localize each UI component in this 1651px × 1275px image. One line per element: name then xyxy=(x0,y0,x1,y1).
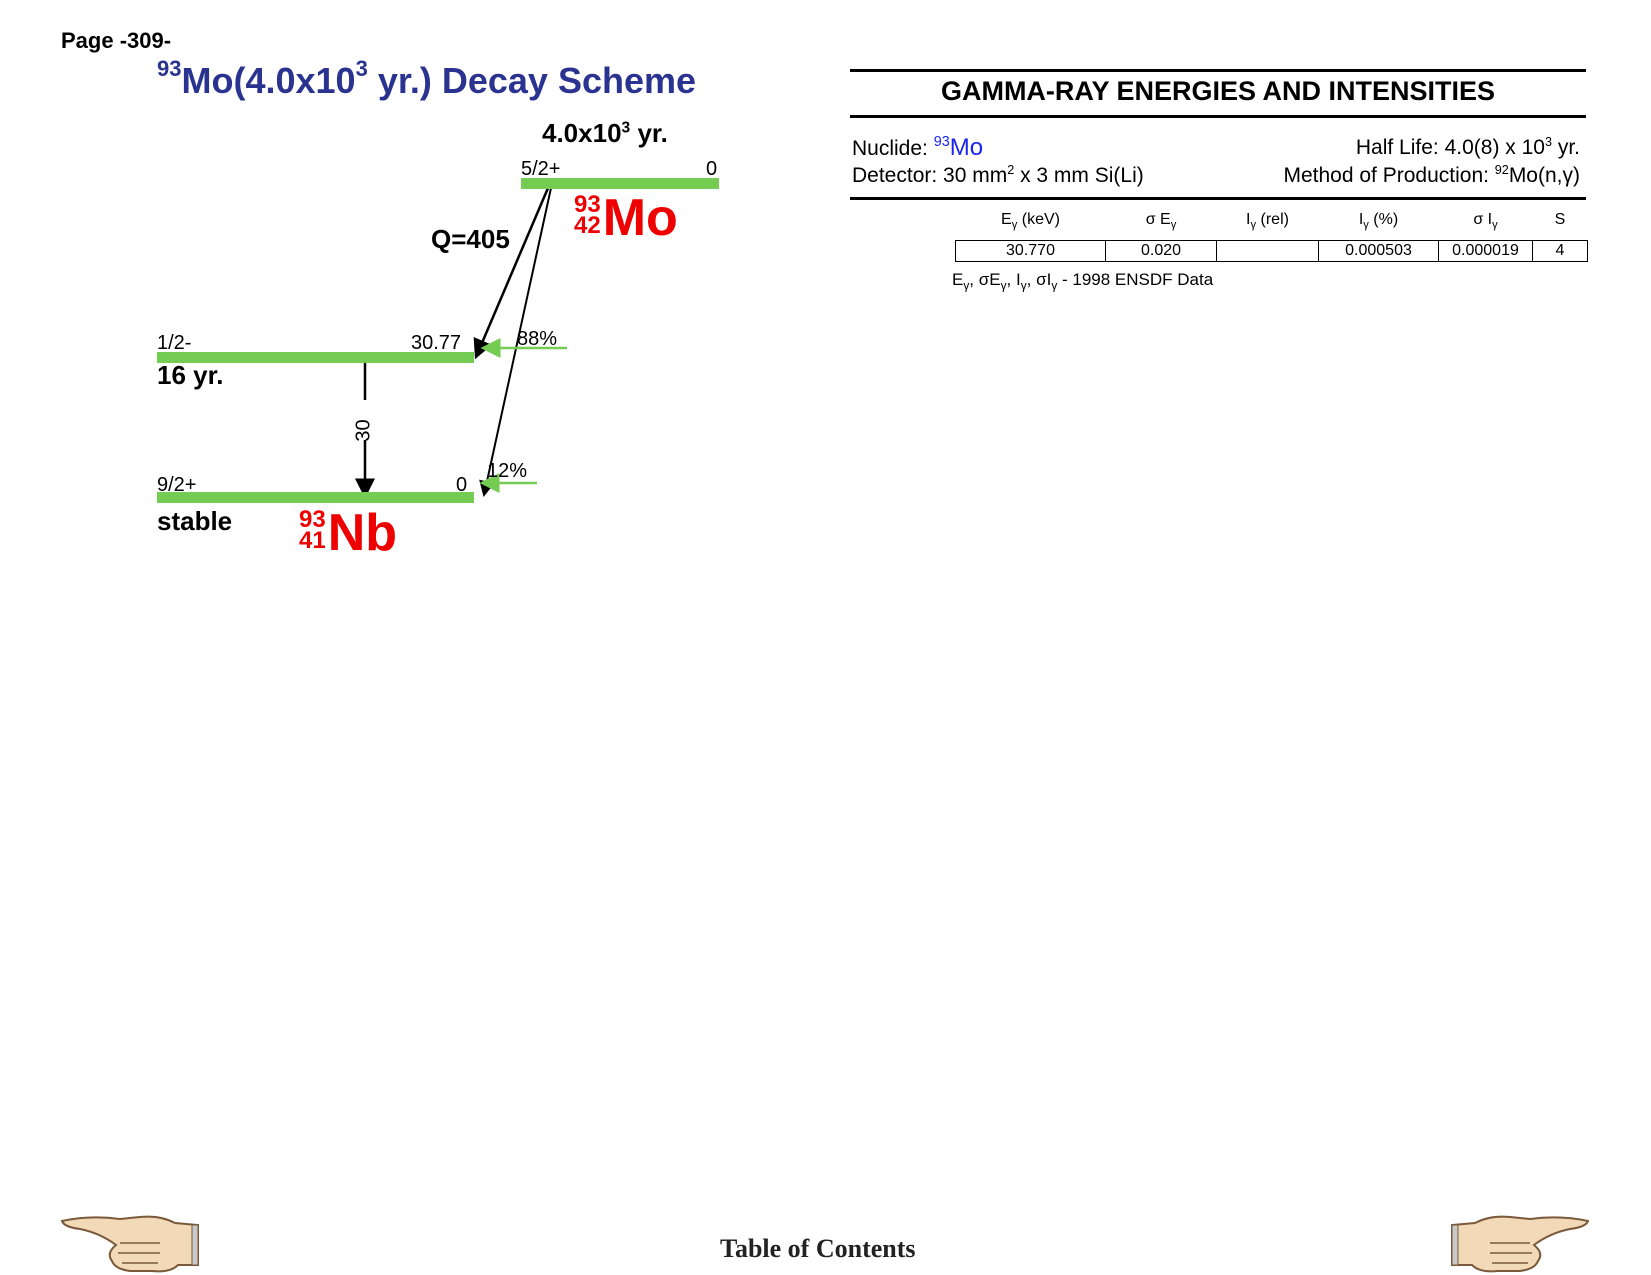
gamma-panel-heading: GAMMA-RAY ENERGIES AND INTENSITIES xyxy=(940,76,1496,106)
parent-energy: 0 xyxy=(706,158,718,180)
info-rule xyxy=(850,197,1586,200)
parent-halflife: 4.0x103 yr. xyxy=(542,118,668,148)
title-exponent: 3 xyxy=(355,56,368,81)
page-number: Page -309- xyxy=(61,28,172,53)
col-energy: Eγ (keV) xyxy=(1001,211,1060,232)
table-row: 30.770 0.020 0.000503 0.000019 4 xyxy=(955,240,1588,262)
previous-page-hand-icon[interactable] xyxy=(60,1213,200,1275)
level0-halflife: stable xyxy=(157,506,233,536)
decay-arrow-to-ground xyxy=(479,187,552,497)
cell-s: 4 xyxy=(1532,240,1588,262)
level1-bar xyxy=(157,352,474,363)
level1-halflife: 16 yr. xyxy=(157,360,224,390)
col-energy-uncertainty: σ Eγ xyxy=(1145,211,1177,232)
decay-scheme-diagram xyxy=(352,187,567,499)
cell-intensity-rel xyxy=(1216,240,1319,262)
col-s: S xyxy=(1554,211,1566,228)
level0-spin: 9/2+ xyxy=(157,474,197,496)
detector-info: Detector: 30 mm2 x 3 mm Si(Li) xyxy=(852,163,1144,187)
col-intensity-pct: Iγ (%) xyxy=(1358,211,1399,232)
col-intensity-rel: Iγ (rel) xyxy=(1246,211,1289,232)
table-of-contents-link[interactable]: Table of Contents xyxy=(720,1234,916,1263)
cell-energy: 30.770 xyxy=(955,240,1106,262)
level1-spin: 1/2- xyxy=(157,332,192,354)
top-rule xyxy=(850,69,1586,72)
next-page-hand-icon[interactable] xyxy=(1450,1213,1590,1275)
decay-arrow-to-level1 xyxy=(473,187,550,360)
parent-level-bar xyxy=(521,178,719,189)
level1-branching: 88% xyxy=(517,328,558,350)
col-intensity-uncertainty: σ Iγ xyxy=(1473,211,1498,232)
cell-intensity-pct: 0.000503 xyxy=(1318,240,1439,262)
heading-rule xyxy=(850,115,1586,118)
title-text: Mo(4.0x10 xyxy=(181,60,356,101)
nuclide-info: Nuclide: 93Mo xyxy=(852,134,984,161)
parent-spin: 5/2+ xyxy=(521,158,561,180)
table-header-row: Eγ (keV) σ Eγ Iγ (rel) Iγ (%) σ Iγ S xyxy=(956,211,1588,241)
level0-bar xyxy=(157,492,474,503)
q-value: Q=405 xyxy=(431,224,510,254)
gamma-ray-table: Eγ (keV) σ Eγ Iγ (rel) Iγ (%) σ Iγ S 30.… xyxy=(955,211,1588,262)
halflife-info: Half Life: 4.0(8) x 103 yr. xyxy=(1355,135,1580,159)
production-info: Method of Production: 92Mo(n,γ) xyxy=(1283,163,1581,187)
title-mass-number: 93 xyxy=(157,56,182,81)
cell-energy-uncertainty: 0.020 xyxy=(1105,240,1217,262)
level0-branching: 12% xyxy=(487,460,528,482)
level1-energy: 30.77 xyxy=(411,332,462,354)
table-footnote: Eγ, σEγ, Iγ, σIγ - 1998 ENSDF Data xyxy=(952,270,1214,293)
decay-scheme-title: 93Mo(4.0x103 yr.) Decay Scheme xyxy=(157,58,697,102)
cell-intensity-uncertainty: 0.000019 xyxy=(1438,240,1533,262)
gamma-energy-label: 30 xyxy=(352,419,375,442)
title-tail: yr.) Decay Scheme xyxy=(367,60,697,101)
level0-energy: 0 xyxy=(456,474,468,496)
